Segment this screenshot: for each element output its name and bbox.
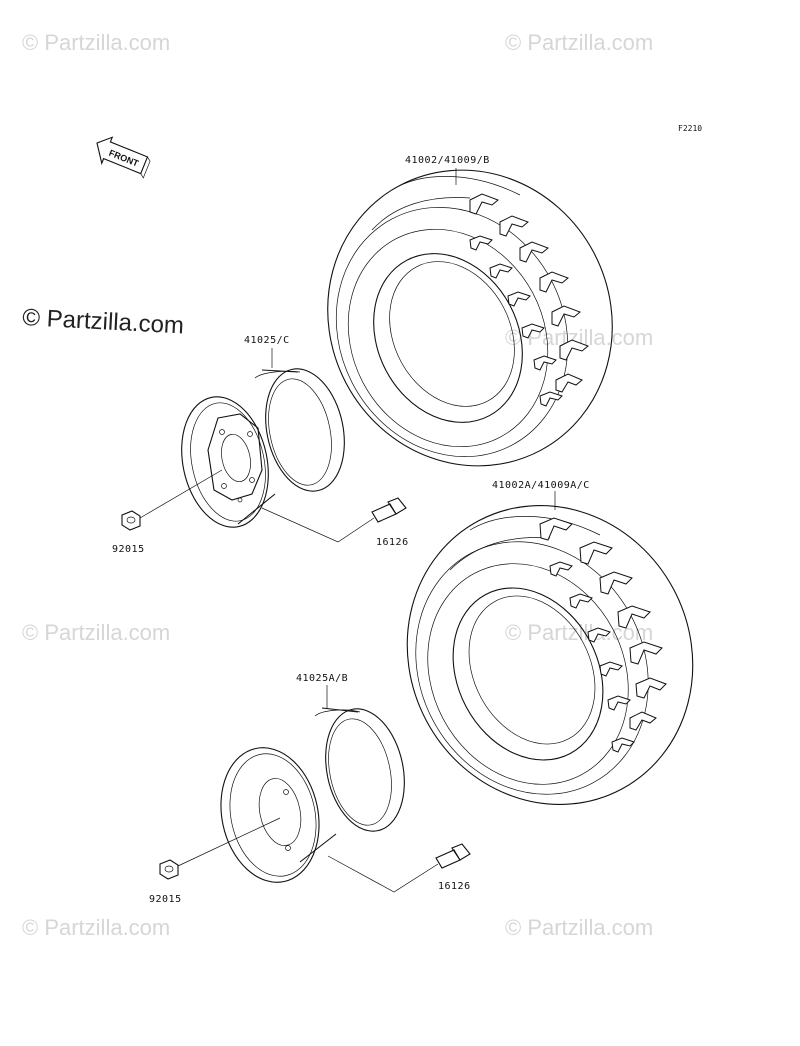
- watermark-bottom-left: © Partzilla.com: [22, 915, 170, 940]
- watermark-top-left: © Partzilla.com: [22, 30, 170, 55]
- watermark-bottom-right: © Partzilla.com: [505, 915, 653, 940]
- front-arrow-icon: FRONT: [96, 136, 151, 179]
- tire-front: [406, 505, 694, 805]
- nut-lower-icon: [159, 859, 179, 880]
- tire-rear: [327, 169, 613, 467]
- label-tire-rear: 41002/41009/B: [405, 155, 490, 166]
- label-tire-front: 41002A/41009A/C: [492, 480, 590, 491]
- wheel-lower: [220, 707, 405, 883]
- figure-code: F2210: [678, 124, 702, 133]
- label-valve-lower: 16126: [438, 881, 471, 892]
- leader-nut-lower: [177, 817, 281, 867]
- label-valve-upper: 16126: [376, 537, 409, 548]
- leader-valve-upper: [261, 507, 375, 543]
- tire-rear-tread: [469, 193, 589, 407]
- label-nut-upper: 92015: [112, 544, 145, 555]
- wheel-upper: [181, 368, 345, 528]
- label-nut-lower: 92015: [149, 894, 182, 905]
- label-wheel-lower: 41025A/B: [296, 673, 348, 684]
- leader-valve-lower: [327, 855, 439, 893]
- nut-upper-icon: [121, 510, 141, 531]
- watermark-top-right: © Partzilla.com: [505, 30, 653, 55]
- label-wheel-upper: 41025/C: [244, 335, 290, 346]
- watermark-main: © Partzilla.com: [22, 304, 185, 339]
- leader-nut-upper: [139, 469, 223, 519]
- valve-upper-icon: [371, 497, 407, 523]
- watermark-mid-left: © Partzilla.com: [22, 620, 170, 645]
- front-label: FRONT: [108, 148, 141, 169]
- valve-lower-icon: [435, 843, 471, 869]
- tire-front-tread: [539, 517, 667, 753]
